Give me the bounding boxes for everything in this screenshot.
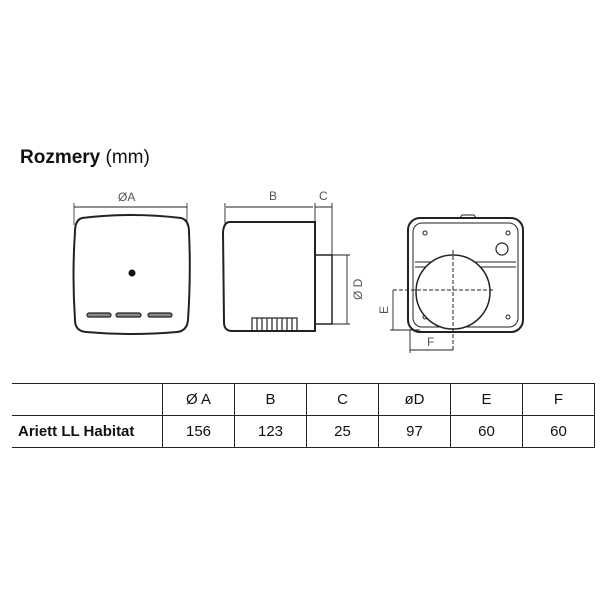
title-unit: (mm) bbox=[105, 147, 150, 168]
header-e: E bbox=[450, 383, 523, 416]
header-a: Ø A bbox=[162, 383, 235, 416]
back-view: E F bbox=[377, 214, 524, 353]
value-b: 123 bbox=[234, 415, 307, 448]
front-view: ØA bbox=[72, 190, 191, 335]
value-e: 60 bbox=[450, 415, 523, 448]
header-c: C bbox=[306, 383, 379, 416]
value-f: 60 bbox=[522, 415, 595, 448]
label-e: E bbox=[377, 306, 391, 314]
label-b: B bbox=[269, 189, 277, 203]
label-f: F bbox=[427, 335, 434, 349]
side-view: B C Ø D bbox=[221, 189, 365, 332]
header-d: øD bbox=[378, 383, 451, 416]
dimensions-table: Ø A B C øD E F Ariett LL Habitat 156 123… bbox=[12, 383, 595, 448]
table-header-row: Ø A B C øD E F bbox=[12, 383, 595, 416]
value-c: 25 bbox=[306, 415, 379, 448]
label-c: C bbox=[319, 189, 328, 203]
label-a: ØA bbox=[118, 190, 135, 204]
header-f: F bbox=[522, 383, 595, 416]
label-d: Ø D bbox=[351, 278, 365, 300]
title-text: Rozmery bbox=[20, 147, 101, 168]
model-name: Ariett LL Habitat bbox=[12, 415, 163, 448]
value-a: 156 bbox=[162, 415, 235, 448]
header-empty bbox=[12, 383, 163, 416]
table-row: Ariett LL Habitat 156 123 25 97 60 60 bbox=[12, 415, 595, 448]
value-d: 97 bbox=[378, 415, 451, 448]
section-title: Rozmery (mm) bbox=[20, 147, 150, 169]
header-b: B bbox=[234, 383, 307, 416]
